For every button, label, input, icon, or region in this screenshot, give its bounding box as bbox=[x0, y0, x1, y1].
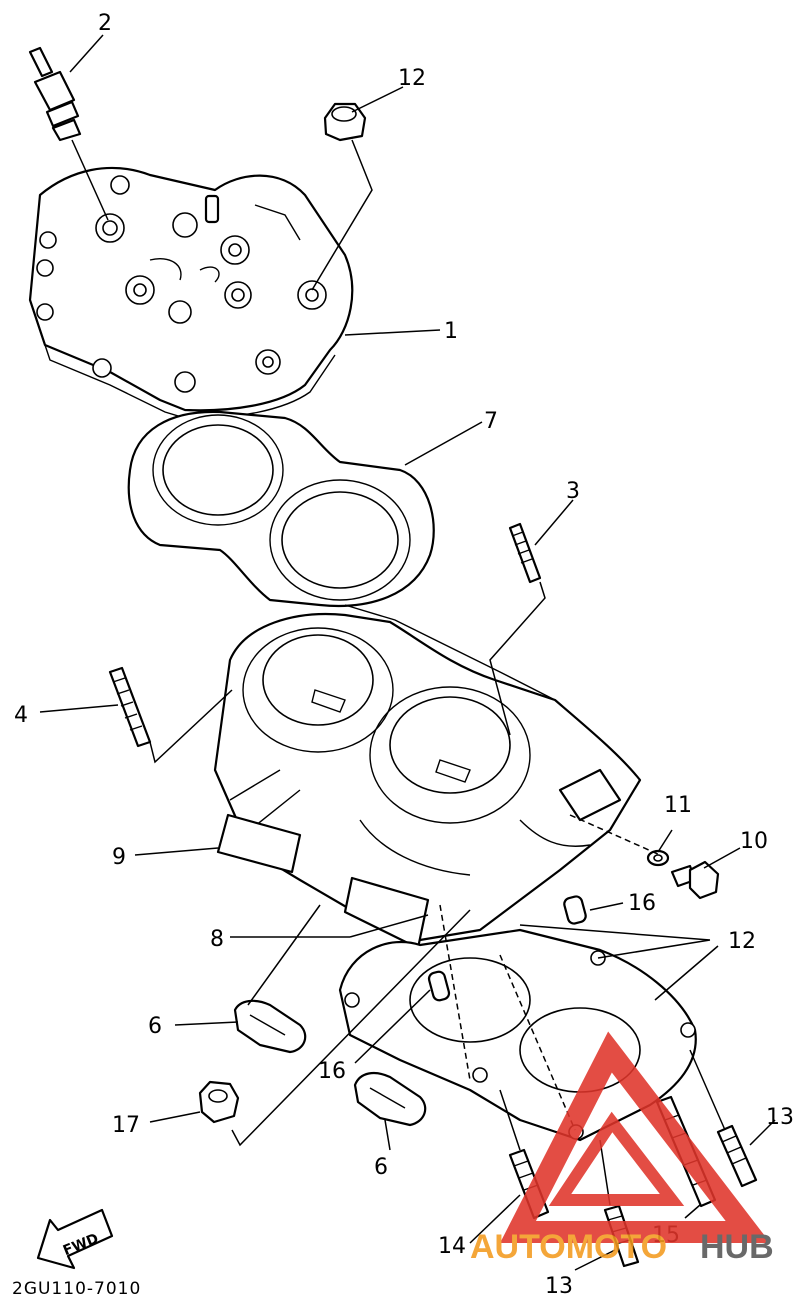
label-10: 10 bbox=[740, 829, 768, 854]
cylinder-head bbox=[28, 166, 354, 419]
cylinder-head-gasket bbox=[127, 410, 435, 607]
label-13-bottom: 13 bbox=[545, 1274, 573, 1299]
label-6-left: 6 bbox=[148, 1014, 162, 1039]
nut bbox=[323, 102, 367, 142]
forward-arrow-marker: FWD bbox=[36, 1208, 114, 1270]
dowel-pin bbox=[427, 895, 587, 1002]
rubber-collar bbox=[233, 999, 427, 1127]
bolt bbox=[670, 860, 720, 900]
label-14: 14 bbox=[438, 1234, 466, 1259]
leader-lines bbox=[39, 34, 776, 1271]
label-6-lower: 6 bbox=[374, 1155, 388, 1180]
label-12: 12 bbox=[728, 929, 756, 954]
watermark-triangle-inner bbox=[548, 1111, 685, 1206]
label-3: 3 bbox=[566, 479, 580, 504]
catalog-code: 2GU110-7010 bbox=[12, 1279, 141, 1299]
washer bbox=[646, 849, 670, 867]
label-13-right: 13 bbox=[766, 1105, 794, 1130]
manifold-gaskets bbox=[216, 813, 430, 950]
nut bbox=[198, 1080, 240, 1124]
watermark-brand-right: HUB bbox=[700, 1228, 774, 1266]
label-5: 12 bbox=[398, 66, 426, 91]
cylinder-block bbox=[213, 604, 642, 942]
label-11: 11 bbox=[664, 793, 692, 818]
stud-bolt bbox=[508, 522, 542, 584]
label-7: 7 bbox=[484, 409, 498, 434]
stud-bolt bbox=[108, 666, 152, 748]
label-17: 17 bbox=[112, 1113, 140, 1138]
watermark-triangle-outer bbox=[500, 1031, 771, 1243]
label-16-upper: 16 bbox=[628, 891, 656, 916]
label-4: 4 bbox=[14, 703, 28, 728]
label-8: 8 bbox=[210, 927, 224, 952]
stud-bolt bbox=[716, 1124, 758, 1188]
label-9: 9 bbox=[112, 845, 126, 870]
part-labels: 2 12 1 7 3 4 11 10 9 16 8 12 6 16 13 17 … bbox=[14, 11, 794, 1299]
watermark-logo: AUTOMOTO HUB bbox=[470, 1031, 774, 1266]
label-1: 1 bbox=[444, 319, 458, 344]
label-16-lower: 16 bbox=[318, 1059, 346, 1084]
spark-plug bbox=[28, 46, 82, 142]
watermark-brand-left: AUTOMOTO bbox=[470, 1228, 667, 1266]
label-2: 2 bbox=[98, 11, 112, 36]
